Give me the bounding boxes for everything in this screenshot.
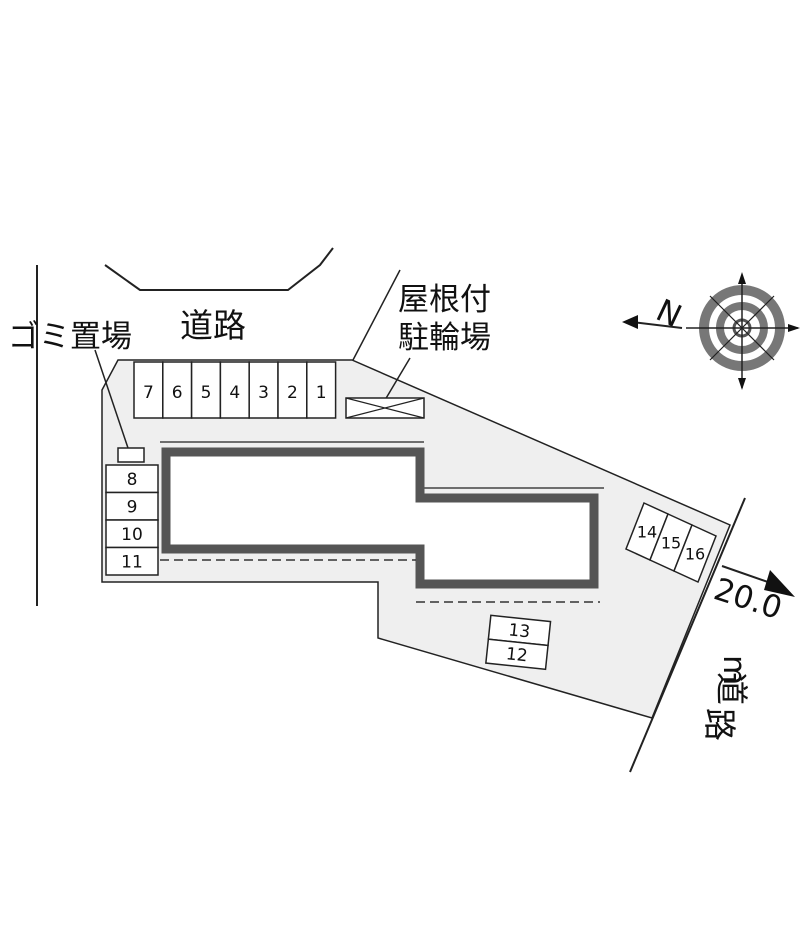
parking-space [306,361,337,419]
parking-space [105,519,159,549]
arrow-right-icon [721,565,795,597]
parking-space [219,361,250,419]
parking-space-number: 10 [121,525,143,545]
parking-space-number: 2 [287,383,298,403]
parking-left-column: 8 9 10 11 [105,464,159,576]
parking-space-number: 1 [316,383,327,403]
parking-space-number: 7 [143,383,154,403]
top-road-edge-line [104,247,334,291]
parking-space-number: 9 [127,498,138,518]
building-outline [161,447,599,589]
parking-space-number: 13 [508,620,532,642]
road-right-char-1: 道 [712,672,751,705]
parking-space [485,638,549,671]
garbage-area-label: ゴミ置場 [8,319,132,355]
bike-parking-leader [352,269,401,361]
parking-space-number: 3 [258,383,269,403]
cross-box-icon [345,397,425,419]
parking-space-number: 16 [685,545,705,564]
parking-space-number: 6 [172,383,183,403]
road-right-char-2: 路 [700,708,739,741]
parking-space [248,361,279,419]
compass-rose-icon [622,272,800,390]
parking-space-number: 15 [661,534,681,553]
parking-space-number: 12 [505,644,529,666]
parking-space [277,361,308,419]
parking-space [105,464,159,494]
right-road-edge-line [629,497,746,773]
parking-space [105,546,159,576]
bike-parking-label-2: 駐輪場 [398,320,491,356]
parking-space-number: 4 [229,383,240,403]
bike-parking-label-1: 屋根付 [398,282,491,318]
top-road-label: 道路 [180,306,246,345]
parking-space-number: 5 [201,383,212,403]
parking-space-number: 8 [127,470,138,490]
bike-parking-pointer [384,357,411,401]
garbage-leader [94,349,129,449]
garbage-box [117,447,145,463]
parking-space [133,361,164,419]
road-width-unit: m [716,655,752,685]
parking-space-number: 11 [121,553,143,573]
parking-space-number: 14 [637,523,657,542]
parking-space [673,523,717,584]
